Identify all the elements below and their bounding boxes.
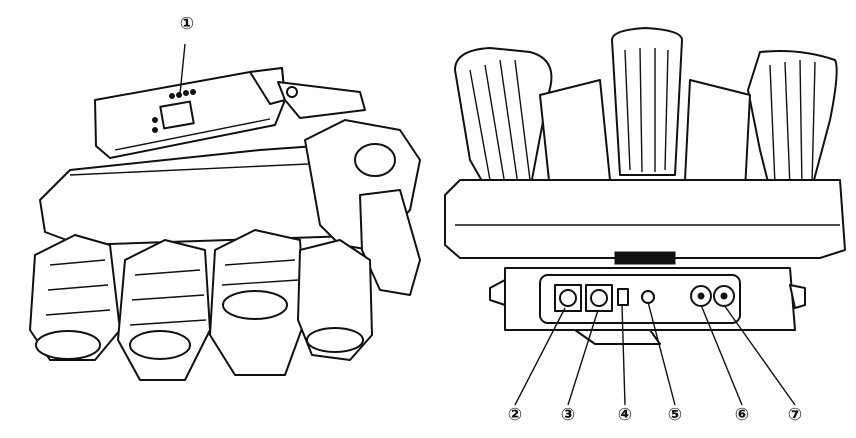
leader-lines (514, 301, 796, 406)
upper-heads (454, 27, 838, 196)
lens (222, 290, 288, 320)
callout-label: ① (180, 14, 194, 34)
callout-label: ② (508, 405, 522, 425)
control-buttons (152, 89, 196, 133)
callout-label: ③ (561, 405, 575, 425)
lens (35, 330, 101, 360)
power-switch (641, 290, 655, 304)
callout-4: ④ (618, 405, 632, 425)
callout-label: ⑥ (735, 405, 749, 425)
callout-2: ② (508, 405, 522, 425)
rear-main-bar (444, 179, 846, 259)
callout-6: ⑥ (735, 405, 749, 425)
connector-panel (489, 267, 806, 345)
fuse (617, 288, 629, 306)
right-raised-head (304, 119, 421, 296)
callouts: ① ② ③ ④ ⑤ ⑥ ⑦ (180, 14, 802, 425)
left-fixture-view (29, 43, 421, 381)
lens (354, 143, 396, 177)
callout-label: ⑤ (668, 405, 682, 425)
coupling (614, 251, 676, 265)
callout-5: ⑤ (668, 405, 682, 425)
lens (129, 330, 191, 360)
callout-label: ⑦ (788, 405, 802, 425)
display-screen (159, 100, 195, 130)
callout-label: ④ (618, 405, 632, 425)
mount-bracket (277, 81, 366, 119)
callout-3: ③ (561, 405, 575, 425)
yoke-left (539, 79, 611, 191)
hanging-heads (29, 229, 373, 381)
yoke-right (684, 79, 751, 191)
leader-line-1 (179, 43, 186, 95)
callout-7: ⑦ (788, 405, 802, 425)
lens (306, 327, 364, 353)
right-fixture-view (444, 27, 846, 406)
control-box (94, 67, 286, 159)
callout-1: ① (180, 14, 194, 34)
